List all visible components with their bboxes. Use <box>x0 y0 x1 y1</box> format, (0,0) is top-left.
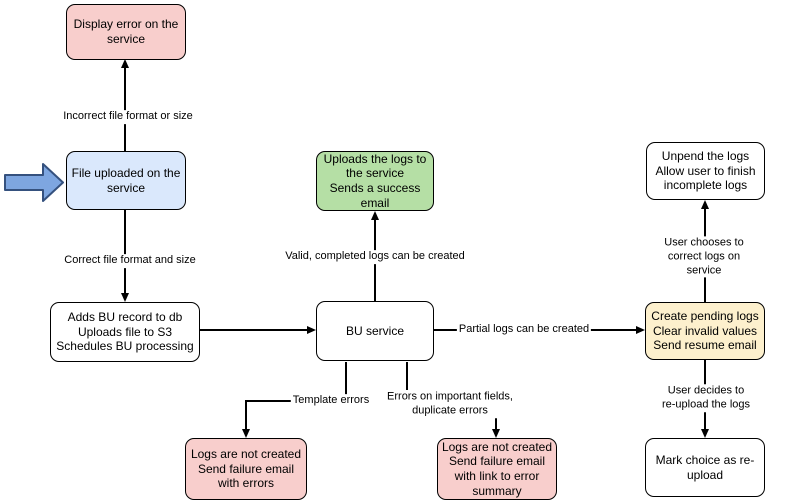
edge-user-corrects-arrowhead-icon <box>700 200 709 209</box>
node-bu-service[interactable]: BU service <box>316 301 434 361</box>
node-unpend-logs[interactable]: Unpend the logs Allow user to finish inc… <box>646 142 765 200</box>
edge-template-errors-segment3 <box>245 400 247 430</box>
edge-template-errors-segment1 <box>345 362 347 401</box>
node-create-pending-logs[interactable]: Create pending logs Clear invalid values… <box>645 302 765 360</box>
edge-to-bu-service-line <box>200 329 308 331</box>
edge-partial-logs-arrowhead-icon <box>636 325 645 334</box>
entry-block-arrow-icon[interactable] <box>4 163 65 202</box>
edge-incorrect-format-line <box>124 67 126 151</box>
edge-label-user-reuploads: User decides to re-upload the logs <box>658 384 754 412</box>
node-logs-not-created-template[interactable]: Logs are not created Send failure email … <box>185 438 307 500</box>
edge-correct-format-arrowhead-icon <box>120 293 129 302</box>
edge-label-correct-format: Correct file format and size <box>62 254 198 268</box>
node-logs-not-created-fields[interactable]: Logs are not created Send failure email … <box>437 438 557 500</box>
edge-label-field-errors: Errors on important fields, duplicate er… <box>385 390 515 418</box>
node-mark-reupload[interactable]: Mark choice as re- upload <box>645 438 765 497</box>
edge-user-reuploads-arrowhead-icon <box>700 429 709 438</box>
edge-to-bu-service-arrowhead-icon <box>307 325 316 334</box>
edge-template-errors-arrowhead-icon <box>241 429 250 438</box>
edge-label-incorrect-format: Incorrect file format or size <box>61 110 195 124</box>
edge-incorrect-format-arrowhead-icon <box>120 59 129 68</box>
edge-label-user-corrects: User chooses to correct logs on service <box>655 236 753 278</box>
edge-label-partial-logs: Partial logs can be created <box>456 323 592 337</box>
node-display-error[interactable]: Display error on the service <box>66 4 186 60</box>
node-file-uploaded[interactable]: File uploaded on the service <box>66 151 186 210</box>
node-uploads-logs-success[interactable]: Uploads the logs to the service Sends a … <box>316 151 434 211</box>
edge-valid-completed-arrowhead-icon <box>370 211 379 220</box>
node-adds-bu-record[interactable]: Adds BU record to db Uploads file to S3 … <box>50 302 200 362</box>
edge-correct-format-line <box>124 210 126 294</box>
edge-field-errors-arrowhead-icon <box>491 429 500 438</box>
edge-label-valid-completed: Valid, completed logs can be created <box>283 250 467 264</box>
edge-label-template-errors: Template errors <box>290 394 372 408</box>
edge-field-errors-segment1 <box>406 362 408 390</box>
edge-field-errors-segment2 <box>495 409 497 430</box>
